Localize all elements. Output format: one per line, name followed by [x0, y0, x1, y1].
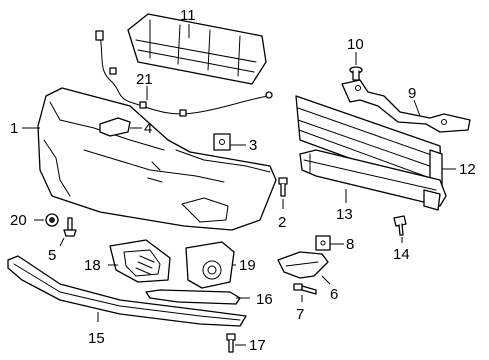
callout-7: 7 — [296, 306, 304, 323]
callout-1: 1 — [10, 120, 18, 137]
part-18-fog-bezel-left — [109, 239, 171, 283]
part-19-fog-bezel-right — [185, 241, 235, 289]
part-10-push-clip — [349, 66, 363, 81]
part-6-bracket — [277, 251, 329, 279]
part-5-screw — [63, 217, 77, 237]
part-4-bracket — [99, 117, 131, 137]
leader-6 — [321, 275, 331, 285]
part-20-nut — [45, 213, 59, 227]
callout-3: 3 — [249, 137, 257, 154]
callout-5: 5 — [48, 247, 56, 264]
part-1-bumper-cover — [37, 87, 277, 231]
part-14-bolt — [393, 215, 407, 236]
part-2-bolt — [278, 177, 288, 197]
callout-12: 12 — [459, 161, 476, 178]
part-8-clip — [315, 235, 331, 251]
part-13-impact-bar — [299, 149, 447, 211]
callout-4: 4 — [144, 120, 152, 137]
callout-2: 2 — [278, 214, 286, 231]
callout-11: 11 — [180, 7, 196, 24]
part-15-lower-valance — [7, 255, 247, 327]
leader-9 — [413, 99, 421, 117]
part-21-wiring-harness — [95, 30, 273, 117]
callout-14: 14 — [393, 246, 410, 263]
callout-19: 19 — [239, 257, 256, 274]
leader-5 — [59, 237, 65, 247]
callout-15: 15 — [88, 330, 105, 347]
callout-6: 6 — [330, 286, 338, 303]
callout-9: 9 — [408, 85, 416, 102]
callout-10: 10 — [347, 36, 364, 53]
part-17-bolt — [226, 333, 236, 353]
part-9-bracket — [341, 79, 471, 133]
callout-13: 13 — [336, 206, 353, 223]
callout-17: 17 — [249, 337, 266, 354]
part-7-bolt — [293, 283, 317, 295]
callout-16: 16 — [256, 291, 273, 308]
part-11-upper-deflector — [127, 13, 267, 85]
callout-8: 8 — [346, 236, 354, 253]
callout-21: 21 — [136, 71, 153, 88]
part-16-lower-trim — [145, 289, 241, 305]
callout-20: 20 — [10, 212, 27, 229]
callout-18: 18 — [84, 257, 101, 274]
part-3-clip — [213, 133, 231, 151]
